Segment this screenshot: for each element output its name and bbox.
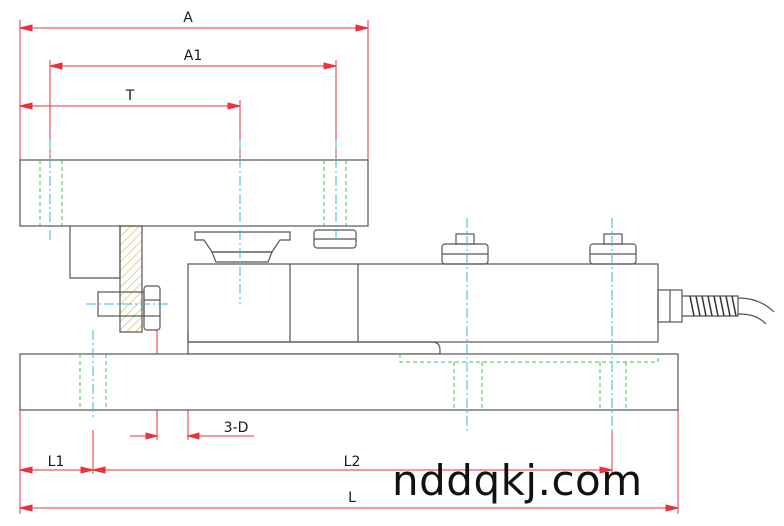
center-lines: [49, 140, 613, 432]
top-bracket: [69, 226, 121, 279]
part-outlines: [19, 159, 775, 411]
hidden-lines: [39, 160, 659, 410]
load-cell-body: [187, 263, 659, 343]
dim-label-a1: A1: [184, 48, 202, 64]
dimension-labels: A A1 T 3-D L1 L2 L: [48, 10, 361, 506]
watermark-text: nddqkj.com: [392, 456, 643, 505]
cable-spring: [689, 295, 737, 317]
load-button: [194, 231, 291, 253]
dimension-lines: [19, 20, 679, 514]
cable: [737, 297, 775, 325]
top-plate: [19, 159, 369, 227]
dim-label-l2: L2: [344, 454, 361, 470]
dim-label-l1: L1: [48, 454, 65, 470]
dim-label-a: A: [183, 10, 193, 26]
dim-label-t: T: [125, 88, 135, 104]
base-plate: [19, 353, 679, 411]
dim-label-l: L: [348, 490, 356, 506]
hatched-bracket-section: [119, 225, 143, 333]
base-tongue: [188, 341, 441, 355]
dim-label-d: 3-D: [224, 420, 249, 436]
side-bolt-hex: [143, 285, 161, 331]
